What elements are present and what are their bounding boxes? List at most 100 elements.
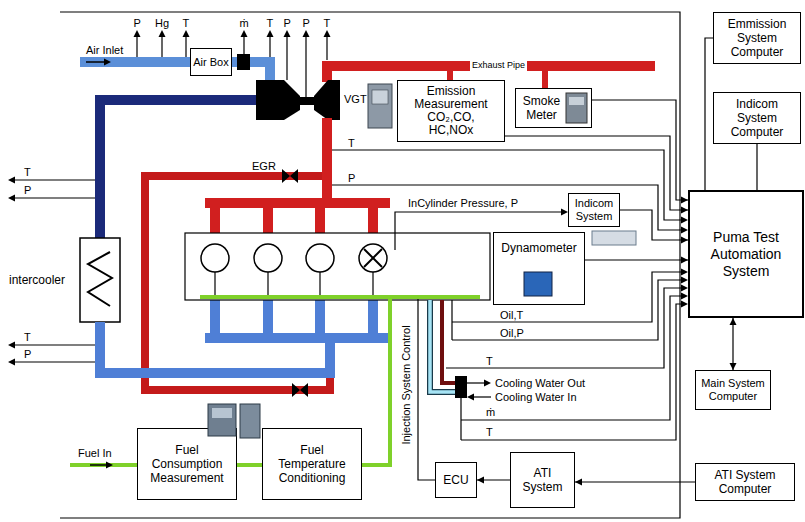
cylinder bbox=[359, 244, 387, 272]
sensor-line bbox=[326, 37, 327, 60]
sensor-line bbox=[15, 197, 95, 198]
fuel-meter-box: Fuel Consumption Measurement bbox=[137, 428, 237, 500]
node-label: Air Box bbox=[193, 56, 228, 68]
sensor-line bbox=[305, 37, 306, 97]
sensor-line bbox=[136, 37, 137, 57]
arrow-head bbox=[681, 207, 688, 214]
arrow-head bbox=[8, 177, 15, 184]
coolant-conditioner bbox=[455, 376, 467, 398]
intake-manifold bbox=[205, 333, 390, 343]
injector bbox=[267, 272, 268, 295]
arrow-head bbox=[134, 30, 141, 37]
injector bbox=[319, 272, 320, 295]
arrow-head bbox=[8, 342, 15, 349]
coolant-arrow bbox=[467, 382, 484, 383]
computer-box: ATI System Computer bbox=[695, 463, 795, 501]
node-label: Puma Test Automation System bbox=[694, 229, 798, 280]
signal-label: EGR bbox=[252, 160, 276, 172]
connector bbox=[585, 257, 688, 264]
signal-label: Hg bbox=[155, 17, 169, 29]
cooling-out-pipe bbox=[442, 300, 455, 383]
smoke-meter-icon bbox=[566, 93, 587, 123]
node-label: Emmission System Computer bbox=[718, 17, 796, 59]
signal-label: P bbox=[24, 348, 31, 360]
signal-line bbox=[461, 296, 681, 420]
exhaust-riser bbox=[322, 118, 332, 208]
signal-line bbox=[461, 304, 681, 440]
signal-label: P bbox=[134, 17, 141, 29]
node-label: Indicom System Computer bbox=[718, 97, 796, 139]
exhaust-branch bbox=[447, 66, 453, 80]
sensor-line bbox=[15, 344, 95, 345]
intake-runner bbox=[210, 300, 220, 338]
automation-box: Puma Test Automation System bbox=[688, 190, 804, 318]
node-label: Fuel Consumption Measurement bbox=[142, 443, 232, 485]
egr-valve bbox=[290, 169, 298, 183]
sensor-line bbox=[185, 37, 186, 57]
injector bbox=[372, 272, 373, 295]
charge-air-pipe bbox=[100, 100, 262, 238]
fuel-conditioner-icon bbox=[240, 404, 260, 438]
air-inlet-pipe bbox=[80, 57, 190, 67]
signal-label: P bbox=[284, 17, 291, 29]
arrow-head bbox=[681, 285, 688, 292]
smoke-meter-panel bbox=[569, 97, 584, 105]
arrow-head bbox=[467, 394, 474, 401]
air-box: Air Box bbox=[190, 48, 232, 76]
arrow-head bbox=[183, 30, 190, 37]
turbo-shaft bbox=[298, 97, 316, 105]
signal-label: Fuel In bbox=[78, 447, 112, 459]
signal-label: P bbox=[303, 17, 310, 29]
signal-label: T bbox=[183, 17, 190, 29]
connector-line bbox=[705, 38, 713, 190]
instrument-box: Indicom System bbox=[568, 193, 620, 227]
intake-runner bbox=[263, 300, 273, 338]
computer-box: Indicom System Computer bbox=[713, 92, 801, 144]
ati-box: ATI System bbox=[510, 452, 575, 508]
signal-label: Exhaust Pipe bbox=[470, 60, 527, 71]
signal-label: T bbox=[324, 17, 331, 29]
connector bbox=[705, 38, 713, 190]
connector-line bbox=[575, 481, 695, 482]
exhaust-runner bbox=[210, 203, 220, 233]
connector bbox=[237, 465, 262, 466]
indicom-icon bbox=[592, 231, 636, 245]
oil-sensor-line bbox=[451, 300, 452, 340]
coolant-arrow bbox=[474, 396, 491, 397]
intake-runner bbox=[315, 300, 325, 338]
signal-label: ṁ bbox=[240, 17, 249, 29]
cooling-in-pipe bbox=[430, 300, 455, 392]
signal-label: T bbox=[24, 331, 31, 343]
intake-runner bbox=[368, 300, 378, 338]
arrow-head bbox=[8, 195, 15, 202]
analyzer-box: Emission Measurement CO₂,CO, HC,NOx bbox=[397, 80, 505, 142]
vgt-cabinet-icon bbox=[368, 84, 392, 128]
sensor-line bbox=[161, 37, 162, 57]
sensor-line bbox=[269, 37, 270, 57]
intercooler-label-area: intercooler bbox=[5, 238, 77, 322]
exhaust-branch bbox=[542, 66, 548, 88]
arrow-head bbox=[241, 30, 248, 37]
arrow-head bbox=[484, 380, 491, 387]
arrow-head bbox=[561, 209, 568, 216]
signal-label: ṁ bbox=[486, 406, 495, 418]
exhaust-manifold bbox=[205, 198, 390, 208]
fuel-arrow-head bbox=[106, 462, 113, 469]
egr-valve bbox=[282, 169, 290, 183]
cylinder-cross bbox=[364, 249, 382, 267]
signal-label: Cooling Water In bbox=[495, 391, 577, 403]
fuel-rail bbox=[200, 295, 480, 299]
arrow-head bbox=[681, 197, 688, 204]
connector-line bbox=[732, 318, 733, 370]
fuel-arrow bbox=[90, 464, 106, 466]
signal-label: Injection System Control bbox=[399, 325, 411, 444]
fuel-meter-icon bbox=[208, 404, 236, 436]
flow-meter bbox=[237, 54, 250, 70]
signal-label: Air Inlet bbox=[86, 44, 123, 56]
connector bbox=[592, 100, 688, 204]
node-label: ATI System bbox=[515, 466, 570, 494]
arrow-head bbox=[575, 479, 582, 486]
coolant-sensor-line bbox=[460, 398, 461, 440]
fuel-meter-panel bbox=[212, 408, 232, 418]
